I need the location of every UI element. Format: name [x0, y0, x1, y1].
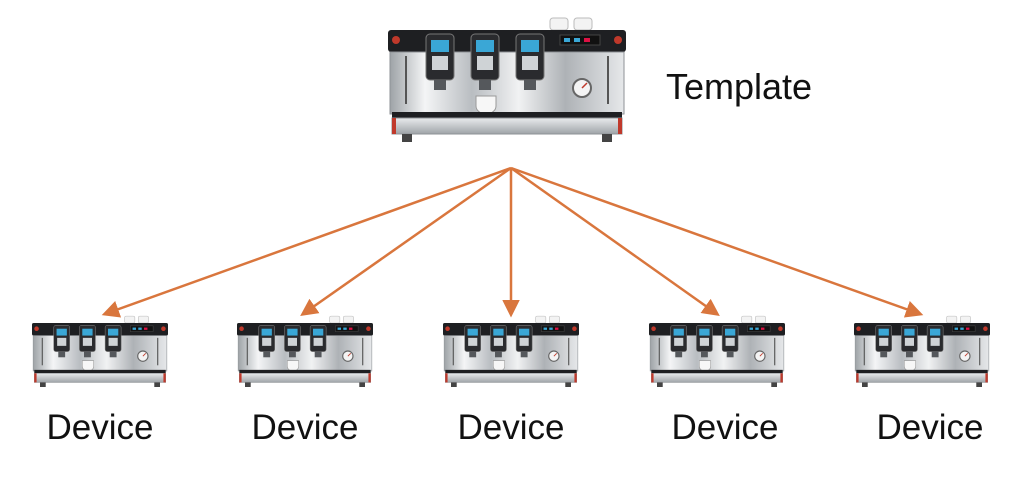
device-machine-icon [236, 315, 374, 388]
connector-arrows [101, 166, 924, 318]
device-label-5: Device [876, 408, 984, 447]
device-label-4: Device [671, 408, 779, 447]
template-label: Template [666, 66, 813, 107]
arrow-to-device-4 [510, 166, 720, 317]
device-machine-icon [442, 315, 580, 388]
device-machine-icon [853, 315, 991, 388]
device-machine-icon [31, 315, 169, 388]
device-machine-icon [648, 315, 786, 388]
arrow-to-device-5 [510, 166, 924, 318]
device-label-2: Device [251, 408, 359, 447]
arrow-to-device-1 [101, 166, 512, 318]
template-machine-icon [386, 16, 628, 144]
device-label-3: Device [457, 408, 565, 447]
device-label-1: Device [46, 408, 154, 447]
arrow-to-device-2 [300, 166, 512, 317]
